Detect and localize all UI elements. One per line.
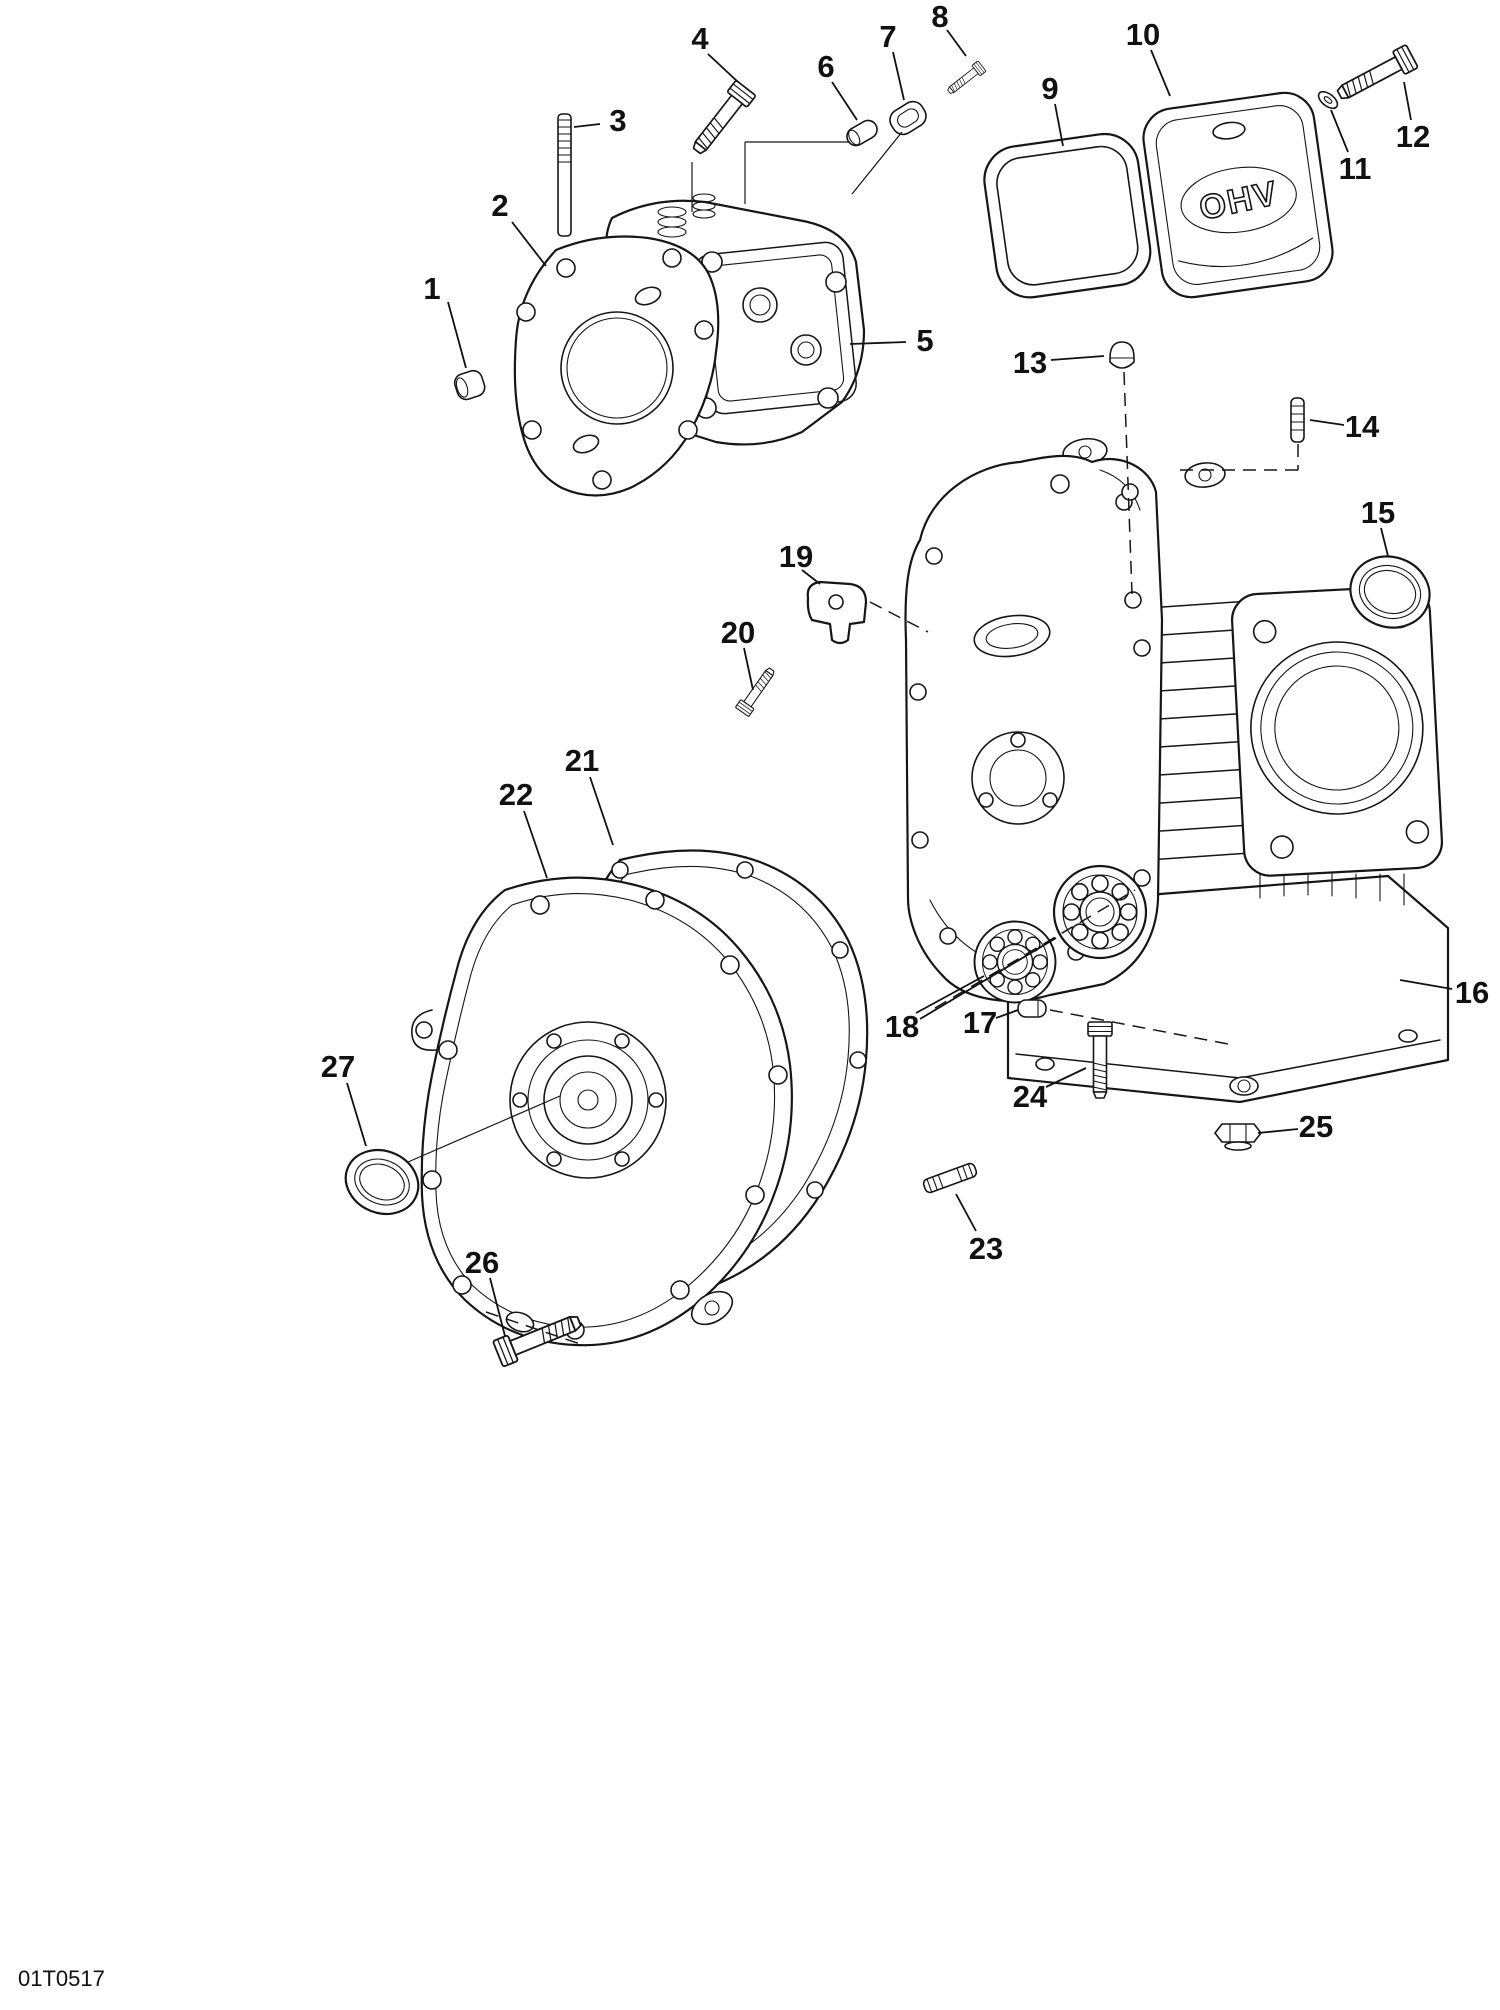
callout-label-9: 9 <box>1041 71 1058 106</box>
leader-line-9 <box>1054 103 1064 147</box>
leader-line-15 <box>1380 527 1389 557</box>
part-8-screw <box>944 60 987 98</box>
part-1-plug <box>453 369 486 401</box>
guide-dashed-line <box>1123 371 1133 595</box>
part-17-dowel-pin <box>1017 999 1047 1018</box>
leader-line-5 <box>849 341 907 345</box>
part-20-screw <box>734 664 779 718</box>
callout-label-4: 4 <box>691 21 709 56</box>
guide-dashed-line <box>869 601 929 633</box>
leader-line-8 <box>946 29 967 57</box>
part-16-crankcase <box>904 437 1450 1104</box>
callout-label-18: 18 <box>885 1009 919 1044</box>
part-15-oil-seal <box>1349 555 1431 629</box>
callout-label-19: 19 <box>779 539 813 574</box>
callout-label-5: 5 <box>916 323 933 358</box>
callout-label-16: 16 <box>1455 975 1489 1010</box>
part-3-stud <box>557 113 572 237</box>
callout-label-21: 21 <box>565 743 599 778</box>
guide-line <box>851 131 903 195</box>
leader-line-13 <box>1050 355 1105 361</box>
leader-line-12 <box>1403 81 1412 121</box>
leader-line-4 <box>707 53 739 83</box>
leader-line-11 <box>1330 109 1349 153</box>
callout-label-11: 11 <box>1339 151 1372 186</box>
callout-label-12: 12 <box>1396 119 1430 154</box>
cover-vent-hole <box>1212 121 1246 140</box>
leader-line-1 <box>447 301 467 369</box>
ohv-plate <box>1180 166 1297 234</box>
callout-label-6: 6 <box>817 49 834 84</box>
callout-label-20: 20 <box>721 615 755 650</box>
leader-line-19 <box>801 569 821 585</box>
part-13-cap <box>1109 341 1135 369</box>
leader-line-20 <box>743 647 754 691</box>
leader-line-24 <box>1045 1067 1087 1088</box>
callout-label-13: 13 <box>1013 345 1047 380</box>
leader-line-23 <box>955 1193 977 1232</box>
callout-label-8: 8 <box>931 0 948 34</box>
callout-label-17: 17 <box>963 1005 997 1040</box>
leader-line-10 <box>1150 49 1171 97</box>
part-11-washer <box>1317 90 1339 110</box>
part-6-valve-guide <box>846 119 878 147</box>
part-22-crankcase-cover <box>411 876 793 1347</box>
callout-label-2: 2 <box>491 188 508 223</box>
part-7-small-gasket <box>889 100 927 136</box>
figure-code: 01T0517 <box>18 1966 105 1991</box>
part-14-dowel-pin <box>1290 397 1305 443</box>
callout-label-1: 1 <box>423 271 440 306</box>
part-9-valve-cover-gasket <box>983 132 1152 299</box>
guide-line <box>407 1095 561 1163</box>
leader-line-26 <box>489 1277 506 1337</box>
guide-dashed-line <box>934 889 1136 1009</box>
leader-line-18 <box>915 975 985 1014</box>
callout-label-22: 22 <box>499 777 533 812</box>
leader-line-6 <box>831 81 858 121</box>
cylinder-bore <box>560 311 674 425</box>
leader-line-16 <box>1399 979 1453 990</box>
callout-label-3: 3 <box>609 103 626 138</box>
callout-label-26: 26 <box>465 1245 499 1280</box>
cylinder-flange <box>1230 585 1444 877</box>
leader-line-3 <box>573 123 601 128</box>
leader-line-18 <box>919 937 1057 1020</box>
leader-line-25 <box>1257 1128 1299 1134</box>
part-25-nut <box>1214 1123 1262 1151</box>
callout-label-7: 7 <box>879 19 896 54</box>
part-23-stud <box>922 1162 978 1194</box>
part-12-cover-bolt <box>1332 43 1419 107</box>
callout-label-10: 10 <box>1126 17 1160 52</box>
leader-line-27 <box>346 1082 367 1147</box>
callout-label-15: 15 <box>1361 495 1395 530</box>
guide-dashed-line <box>1049 1009 1229 1045</box>
part-27-oil-seal <box>344 1148 420 1216</box>
part-19-guide-bracket <box>806 580 868 645</box>
leader-line-14 <box>1309 419 1345 426</box>
leader-line-7 <box>892 51 905 101</box>
callout-label-25: 25 <box>1299 1109 1333 1144</box>
callout-label-27: 27 <box>321 1049 355 1084</box>
callout-label-14: 14 <box>1345 409 1380 444</box>
part-2-head-gasket <box>513 235 720 497</box>
leader-line-17 <box>995 1009 1019 1019</box>
callout-layer: 1234567891011121314151617181920212223242… <box>321 0 1489 1347</box>
guide-dashed-line <box>485 1311 587 1347</box>
leader-line-21 <box>589 776 614 846</box>
leader-line-22 <box>523 810 548 879</box>
part-10-valve-cover: OHV <box>1142 91 1334 299</box>
callout-label-23: 23 <box>969 1231 1003 1266</box>
callout-label-24: 24 <box>1013 1079 1048 1114</box>
leader-line-2 <box>511 221 547 267</box>
